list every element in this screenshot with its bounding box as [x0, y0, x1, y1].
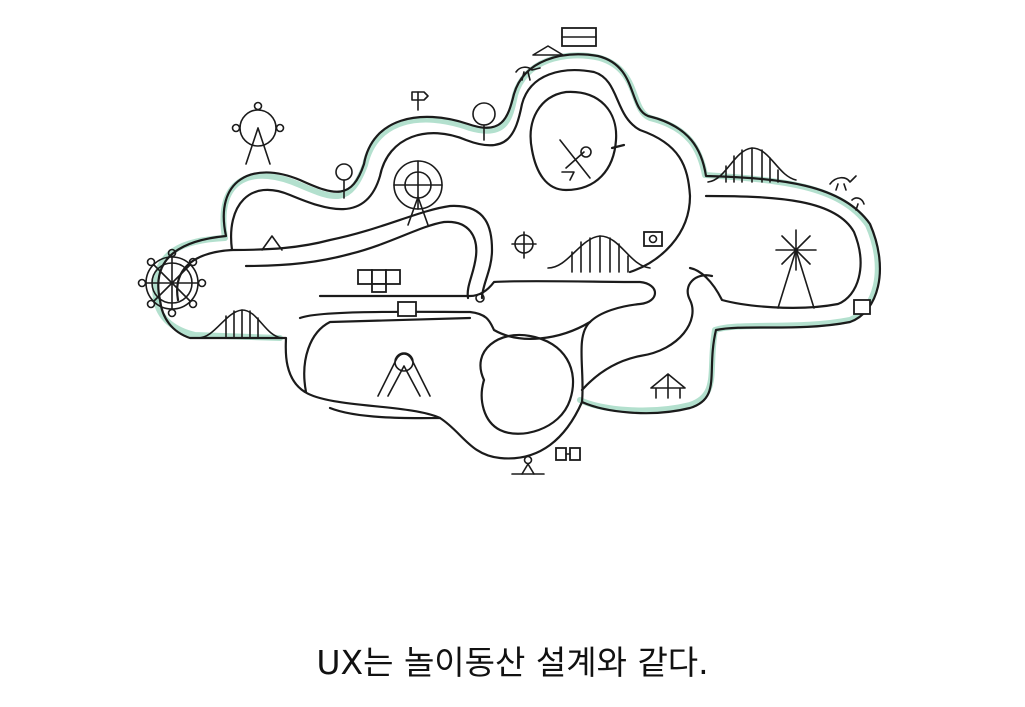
main-path-inner [176, 69, 692, 302]
path-gap-arc [610, 143, 626, 150]
path-cross-3 [318, 280, 657, 404]
target-icon [511, 231, 537, 259]
gondola-icon [397, 27, 871, 461]
path-cross-4 [298, 310, 592, 340]
path-east-inner [688, 194, 862, 309]
tree-icon [335, 102, 496, 199]
path-lower-south [328, 406, 442, 420]
seesaw-icon [511, 455, 545, 475]
highlighted-route-west [153, 297, 283, 341]
node-icon [475, 293, 485, 303]
path-center-loop [479, 333, 575, 435]
swing-ride-icon [231, 101, 285, 165]
path-cross-1 [230, 204, 494, 300]
caption-text: UX는 놀이동산 설계와 같다. [316, 643, 709, 682]
arch-ride-icon [377, 352, 431, 397]
roller-coaster-center-icon [547, 235, 651, 273]
main-path-outer [157, 53, 882, 460]
path-cross-2 [244, 220, 478, 300]
roller-coaster-east-icon [707, 147, 797, 183]
drop-tower-icon [775, 229, 817, 309]
roller-coaster-icon [197, 309, 283, 339]
bird-icon [515, 66, 865, 211]
path-upper-loop [529, 90, 618, 192]
tent-icon [261, 45, 686, 399]
amusement-park-map [137, 27, 882, 475]
train-icon [357, 269, 401, 293]
path-cross-5 [303, 316, 472, 394]
highlighted-route [152, 52, 881, 414]
ferris-wheel-icon [137, 248, 207, 318]
pendulum-icon [559, 139, 592, 181]
signpost-icon [411, 91, 429, 111]
carousel-icon [393, 160, 443, 226]
path-southeast [580, 274, 714, 392]
